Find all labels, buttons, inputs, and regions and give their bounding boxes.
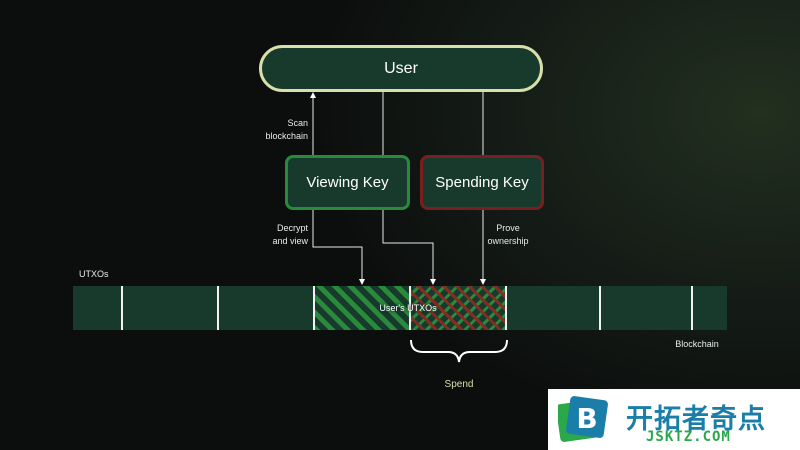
spending-key-box: Spending Key [420, 155, 544, 210]
scan-blockchain-note: Scan blockchain [265, 118, 308, 141]
user-box: User [259, 45, 543, 92]
viewing-key-label: Viewing Key [306, 174, 389, 191]
utxo-cell-users-2 [409, 286, 505, 330]
prove-ownership-note: Prove ownership [487, 223, 529, 246]
spend-label: Spend [444, 379, 474, 390]
user-label: User [384, 59, 418, 77]
logo-mark-icon: B [558, 396, 608, 442]
utxo-divider [505, 286, 507, 330]
viewing-key-box: Viewing Key [285, 155, 410, 210]
utxo-divider [217, 286, 219, 330]
decrypt-and-view-note: Decrypt and view [272, 223, 308, 246]
blockchain-label: Blockchain [675, 339, 719, 349]
logo-url: JSKTZ.COM [646, 429, 731, 445]
utxo-cell-users-1 [313, 286, 409, 330]
utxo-divider [599, 286, 601, 330]
spend-brace [410, 339, 508, 363]
logo-name: 开拓者奇点 [626, 404, 766, 435]
decrypt-arrow [312, 210, 365, 285]
utxo-divider [121, 286, 123, 330]
utxo-strip: User's UTXOs [73, 286, 727, 330]
utxo-divider [409, 286, 411, 330]
utxo-divider [313, 286, 315, 330]
utxo-divider [691, 286, 693, 330]
users-utxos-label: User's UTXOs [379, 303, 437, 313]
spending-key-label: Spending Key [435, 174, 529, 191]
watermark-logo: B 开拓者奇点 JSKTZ.COM [548, 389, 800, 450]
utxos-label: UTXOs [79, 269, 109, 279]
logo-letter: B [576, 402, 597, 435]
